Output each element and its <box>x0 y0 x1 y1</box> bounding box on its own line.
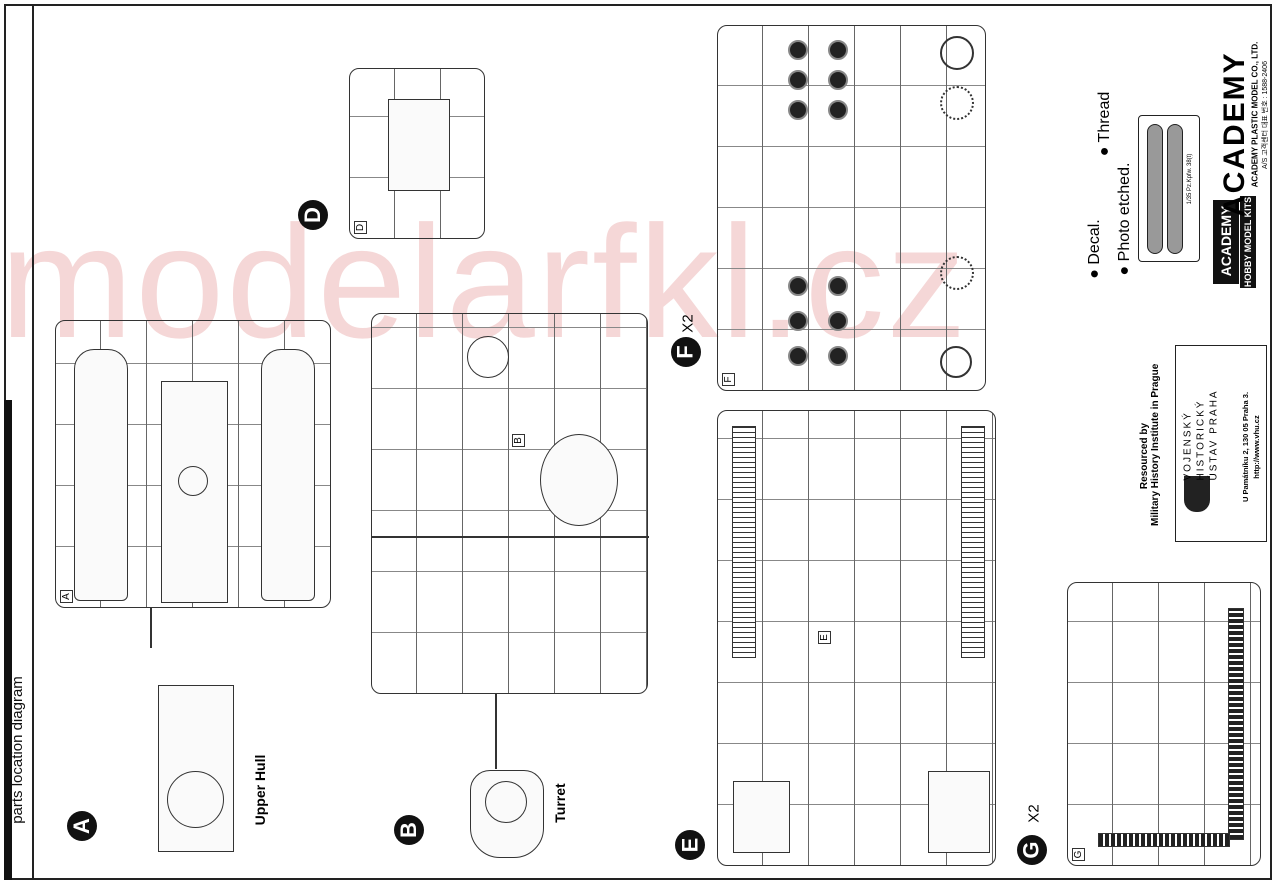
turret-ring <box>540 434 618 526</box>
sprue-g-tag: G <box>1072 848 1085 861</box>
hobby-model-kits-box: HOBBY MODEL KITS <box>1240 196 1256 288</box>
turret-drawing <box>470 770 544 858</box>
thread-label: ● Thread <box>1096 91 1113 157</box>
decal-label: ● Decal. <box>1086 219 1103 279</box>
academy-logo-box: ACADEMY <box>1213 200 1239 284</box>
photo-etched-label: ● Photo etched. <box>1116 162 1133 276</box>
sprue-e-tag: E <box>818 631 831 644</box>
sprue-a: A <box>55 320 331 608</box>
sprue-e-panel <box>733 781 790 853</box>
service-number: A/S 고객센터 대표 번호 : 1588-2406 <box>1262 61 1269 169</box>
sprue-a-tag: A <box>60 590 73 603</box>
hull-side-left <box>74 349 128 601</box>
turret-label: Turret <box>552 783 568 823</box>
badge-g: G <box>1017 835 1047 865</box>
badge-b: B <box>394 815 424 845</box>
track-links-bottom <box>1098 833 1230 847</box>
track-links <box>1228 608 1244 840</box>
photo-etched-fret: 1/35 Pz.Kpfw. 38(t) <box>1138 115 1200 262</box>
pe-caption: 1/35 Pz.Kpfw. 38(t) <box>1187 153 1193 205</box>
sprue-b-tag: B <box>512 434 525 447</box>
badge-e: E <box>675 830 705 860</box>
badge-a: A <box>67 811 97 841</box>
sprue-g-multiplier: X2 <box>1025 804 1043 823</box>
track-left <box>732 426 756 658</box>
institute-emblem <box>1184 476 1210 512</box>
sprue-f-tag: F <box>722 373 735 386</box>
sprue-e: E <box>717 410 996 866</box>
sprue-f: F <box>717 25 986 391</box>
sprue-d: D <box>349 68 485 239</box>
sprue-d-part <box>388 99 450 191</box>
sprue-e-plate <box>928 771 990 853</box>
side-strip <box>4 4 34 880</box>
sprue-d-tag: D <box>354 221 367 234</box>
upper-hull-drawing <box>158 685 234 852</box>
institute-address: U Památníku 2, 130 05 Praha 3.http://www… <box>1241 391 1261 503</box>
hatch-part <box>467 336 509 378</box>
sheet-title: parts location diagram <box>9 676 26 824</box>
track-right <box>961 426 985 658</box>
sprue-runner <box>150 608 152 648</box>
sprue-runner <box>495 694 497 769</box>
sprue-b: B <box>371 313 649 694</box>
sprue-g: G <box>1067 582 1261 866</box>
company-name: ACADEMY PLASTIC MODEL CO., LTD. <box>1250 41 1260 188</box>
badge-f: F <box>671 337 701 367</box>
upper-hull-label: Upper Hull <box>252 754 268 826</box>
strip-accent <box>4 400 12 880</box>
hull-hatch <box>178 466 208 496</box>
badge-d: D <box>298 200 328 230</box>
hull-side-right <box>261 349 315 601</box>
sprue-f-multiplier: X2 <box>679 314 697 333</box>
academy-wordmark: ACADEMY <box>1218 51 1251 217</box>
